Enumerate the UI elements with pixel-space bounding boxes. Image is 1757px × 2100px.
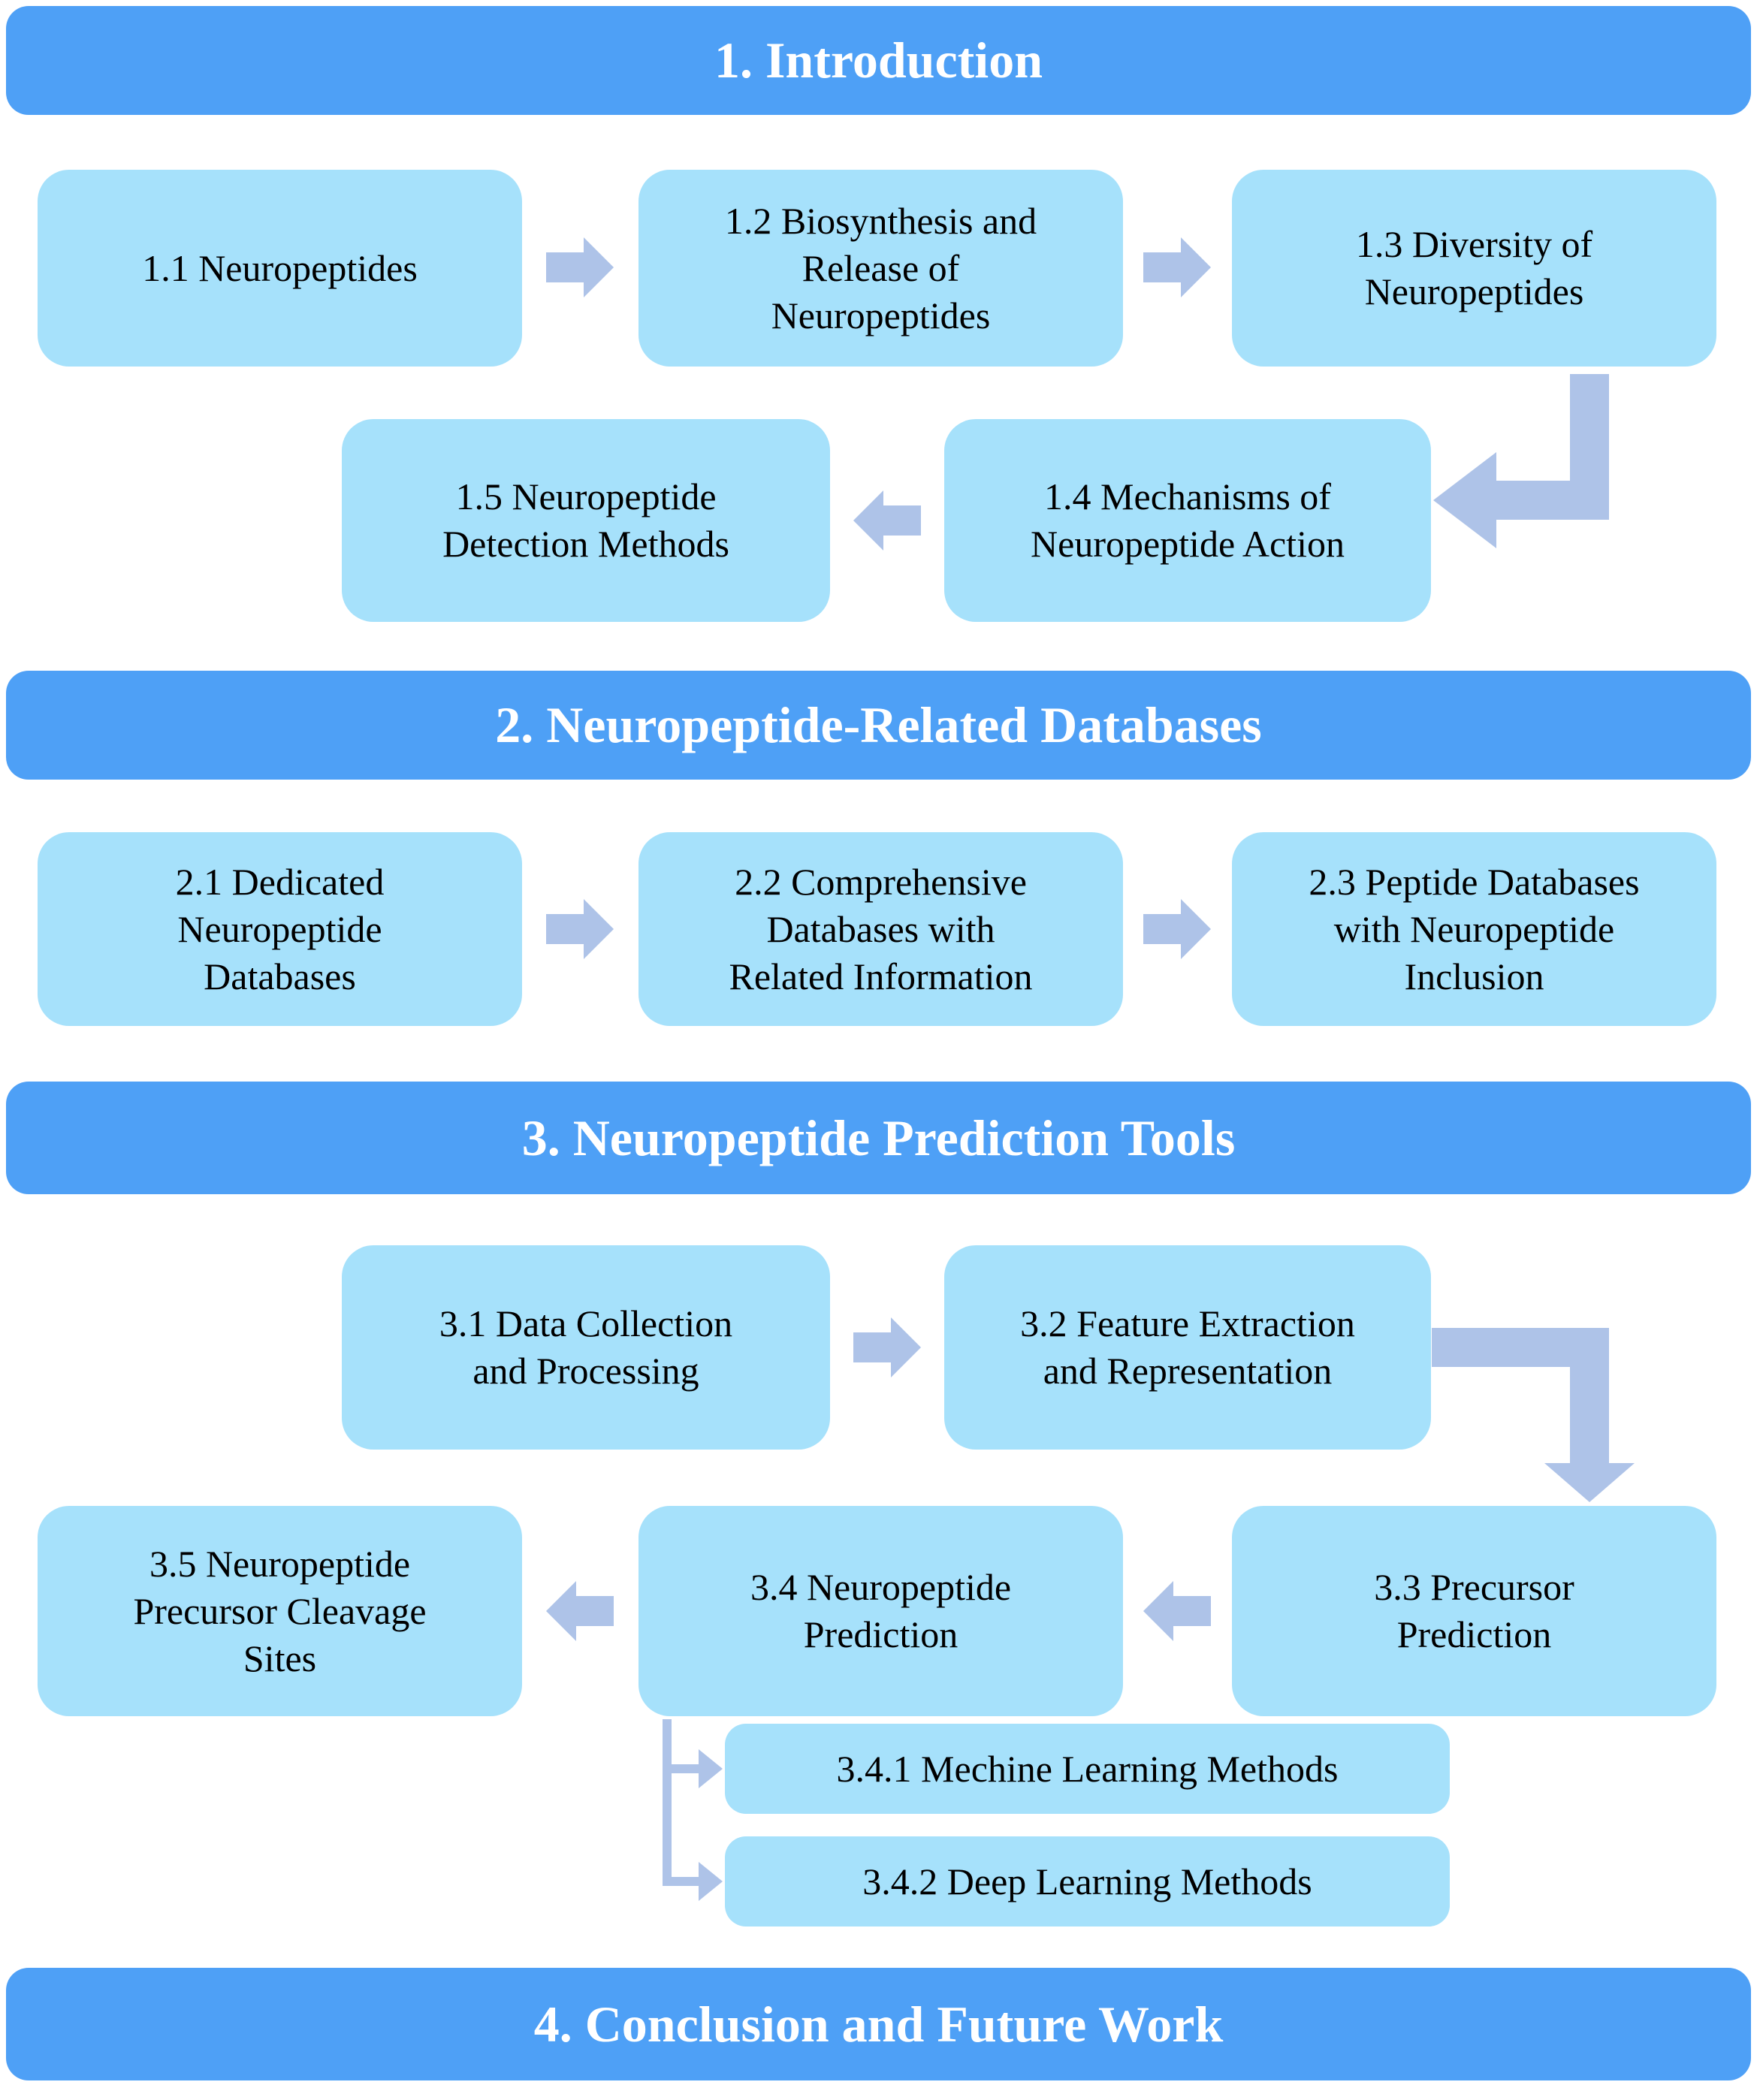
box-3-1-data-collection: 3.1 Data Collection and Processing bbox=[342, 1245, 830, 1450]
box-1-5-detection-methods: 1.5 Neuropeptide Detection Methods bbox=[342, 419, 830, 622]
box-3-2-feature-extraction: 3.2 Feature Extraction and Representatio… bbox=[944, 1245, 1431, 1450]
box-1-3-diversity: 1.3 Diversity of Neuropeptides bbox=[1232, 170, 1716, 367]
arrow-left-3-4-to-3-5 bbox=[546, 1581, 614, 1641]
box-3-3-precursor-prediction: 3.3 Precursor Prediction bbox=[1232, 1506, 1716, 1716]
section-header-databases: 2. Neuropeptide-Related Databases bbox=[6, 671, 1751, 780]
arrow-right-2-1-to-2-2 bbox=[546, 899, 614, 959]
box-3-4-neuropeptide-prediction: 3.4 Neuropeptide Prediction bbox=[638, 1506, 1123, 1716]
box-1-1-neuropeptides: 1.1 Neuropeptides bbox=[38, 170, 522, 367]
section-header-introduction: 1. Introduction bbox=[6, 6, 1751, 115]
box-3-4-2-deep-learning-methods: 3.4.2 Deep Learning Methods bbox=[725, 1836, 1450, 1927]
branch-connector-3-4-to-subsections bbox=[663, 1719, 723, 1901]
box-2-1-dedicated-databases: 2.1 Dedicated Neuropeptide Databases bbox=[38, 832, 522, 1026]
arrow-right-1-2-to-1-3 bbox=[1143, 237, 1211, 297]
arrow-left-3-3-to-3-4 bbox=[1143, 1581, 1211, 1641]
arrow-left-1-4-to-1-5 bbox=[853, 490, 921, 551]
arrow-right-1-1-to-1-2 bbox=[546, 237, 614, 297]
elbow-connector-3-2-to-3-3 bbox=[1432, 1328, 1635, 1502]
box-3-4-1-machine-learning-methods: 3.4.1 Mechine Learning Methods bbox=[725, 1724, 1450, 1814]
arrow-right-3-1-to-3-2 bbox=[853, 1317, 921, 1377]
box-2-2-comprehensive-databases: 2.2 Comprehensive Databases with Related… bbox=[638, 832, 1123, 1026]
section-header-conclusion: 4. Conclusion and Future Work bbox=[6, 1968, 1751, 2080]
box-1-4-mechanisms-action: 1.4 Mechanisms of Neuropeptide Action bbox=[944, 419, 1431, 622]
section-header-prediction-tools: 3. Neuropeptide Prediction Tools bbox=[6, 1082, 1751, 1194]
arrow-right-2-2-to-2-3 bbox=[1143, 899, 1211, 959]
box-3-5-precursor-cleavage-sites: 3.5 Neuropeptide Precursor Cleavage Site… bbox=[38, 1506, 522, 1716]
box-1-2-biosynthesis-release: 1.2 Biosynthesis and Release of Neuropep… bbox=[638, 170, 1123, 367]
box-2-3-peptide-databases: 2.3 Peptide Databases with Neuropeptide … bbox=[1232, 832, 1716, 1026]
elbow-connector-1-3-to-1-4 bbox=[1433, 374, 1609, 548]
